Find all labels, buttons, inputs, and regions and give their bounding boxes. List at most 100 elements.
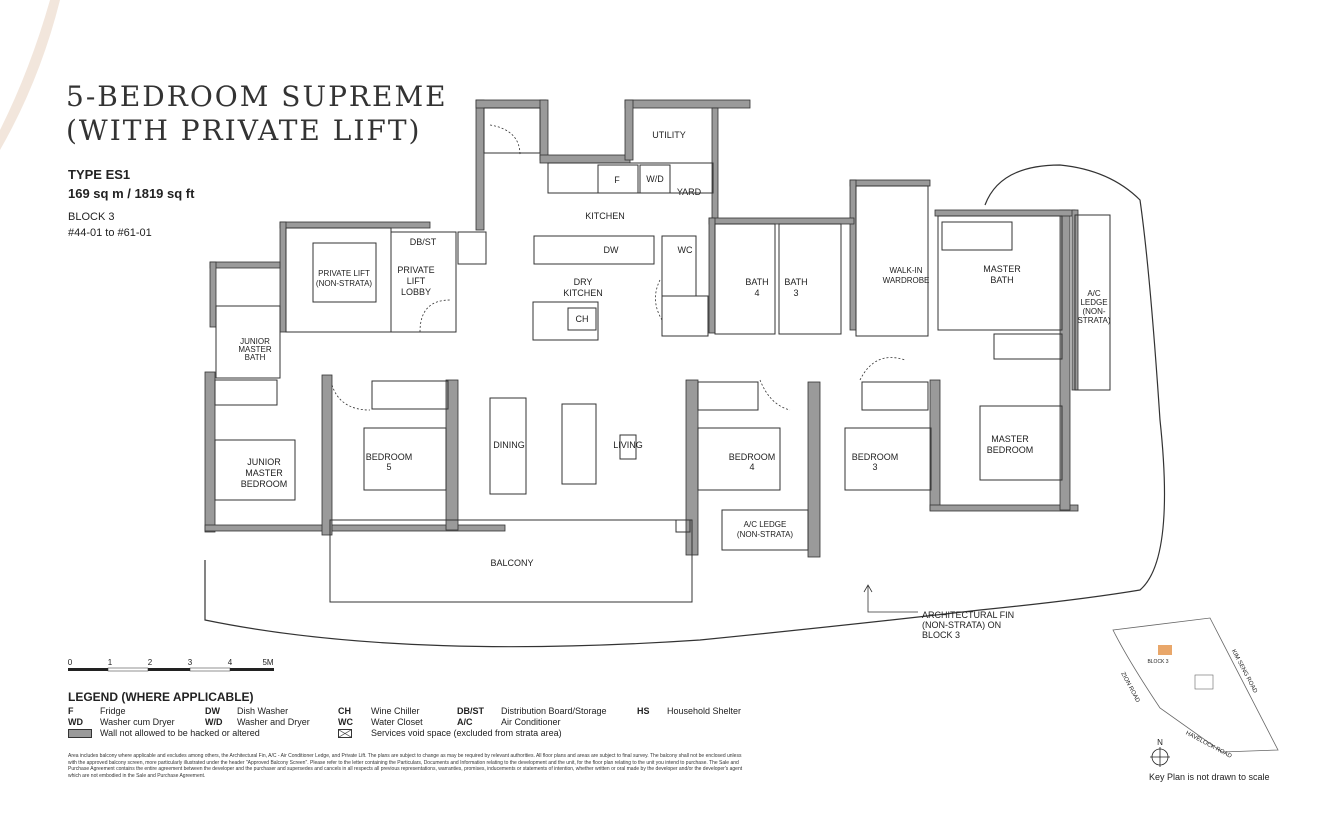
legend-code-hs: HS: [637, 706, 650, 716]
keyplan-north: N: [1157, 738, 1163, 747]
fin-note-line-1: ARCHITECTURAL FIN: [922, 610, 1014, 620]
label-kitchen: KITCHEN: [585, 211, 625, 221]
legend-code-ac: A/C: [457, 717, 473, 727]
scale-label-4: 4: [228, 658, 233, 667]
legend-title: LEGEND (WHERE APPLICABLE): [68, 690, 254, 704]
label-walkin-1: WALK-IN: [889, 266, 922, 275]
label-lobby-2: LIFT: [407, 276, 426, 286]
legend-code-wc: WC: [338, 717, 353, 727]
label-master-bath-1: MASTER: [983, 264, 1021, 274]
label-bedroom5-1: BEDROOM: [366, 452, 413, 462]
label-bedroom4-2: 4: [749, 462, 754, 472]
label-jr-bed-3: BEDROOM: [241, 479, 288, 489]
label-master-bed-1: MASTER: [991, 434, 1029, 444]
label-bedroom3-2: 3: [872, 462, 877, 472]
label-private-lift-1: PRIVATE LIFT: [318, 269, 370, 278]
keyplan-note: Key Plan is not drawn to scale: [1149, 772, 1270, 782]
label-jr-bath-1: JUNIOR: [240, 337, 270, 346]
label-dry-kitchen-1: DRY: [574, 277, 593, 287]
scale-bar: [68, 667, 274, 672]
label-lobby-1: PRIVATE: [397, 265, 434, 275]
label-master-bed-2: BEDROOM: [987, 445, 1034, 455]
label-bath3-1: BATH: [784, 277, 807, 287]
label-jr-bed-2: MASTER: [245, 468, 283, 478]
architectural-fin-outline: [204, 164, 1166, 648]
label-ac-ledge-r-1: A/C: [1087, 289, 1101, 298]
label-walkin-2: WARDROBE: [883, 276, 930, 285]
label-dining: DINING: [493, 440, 525, 450]
label-bedroom5-2: 5: [386, 462, 391, 472]
legend-code-f: F: [68, 706, 74, 716]
title-line-1: 5-BEDROOM SUPREME: [66, 80, 448, 113]
wall-swatch-icon: [68, 729, 92, 738]
legend-text-dish-washer: Dish Washer: [237, 706, 289, 716]
label-ac-ledge-b-1: A/C LEDGE: [744, 520, 787, 529]
label-ac-ledge-b-2: (NON-STRATA): [737, 530, 793, 539]
label-private-lift-2: (NON-STRATA): [316, 279, 372, 288]
scale-label-5m: 5M: [262, 658, 273, 667]
keyplan-block3: BLOCK 3: [1147, 659, 1168, 665]
fin-note-line-3: BLOCK 3: [922, 630, 960, 640]
block-number: BLOCK 3: [68, 211, 115, 223]
label-jr-bath-3: BATH: [245, 353, 266, 362]
label-utility: UTILITY: [652, 130, 686, 140]
legend-text-fridge: Fridge: [100, 706, 126, 716]
scale-label-2: 2: [148, 658, 153, 667]
legend-text-distribution-board: Distribution Board/Storage: [501, 706, 607, 716]
label-dry-kitchen-2: KITCHEN: [563, 288, 603, 298]
legend-code-wd: WD: [68, 717, 83, 727]
unit-numbers: #44-01 to #61-01: [68, 227, 152, 239]
key-plan: [1112, 617, 1279, 767]
legend-code-w-d: W/D: [205, 717, 223, 727]
legend-text-air-conditioner: Air Conditioner: [501, 717, 561, 727]
label-ac-ledge-r-2: LEDGE: [1080, 298, 1107, 307]
legend-text-washer-dryer: Washer cum Dryer: [100, 717, 175, 727]
label-yard: YARD: [677, 187, 702, 197]
label-wd: W/D: [646, 174, 664, 184]
legend-text-wine-chiller: Wine Chiller: [371, 706, 420, 716]
legend-code-ch: CH: [338, 706, 351, 716]
label-ac-ledge-r-4: STRATA): [1077, 316, 1110, 325]
room-labels: UTILITY YARD KITCHEN F W/D DB/ST DW WC D…: [238, 130, 1111, 568]
scale-label-0: 0: [68, 658, 73, 667]
legend-wall-note: Wall not allowed to be hacked or altered: [100, 728, 260, 738]
label-ac-ledge-r-3: (NON-: [1082, 307, 1105, 316]
void-swatch-icon: [338, 729, 352, 738]
unit-area: 169 sq m / 1819 sq ft: [68, 186, 195, 201]
scale-label-1: 1: [108, 658, 113, 667]
label-bedroom4-1: BEDROOM: [729, 452, 776, 462]
label-balcony: BALCONY: [490, 558, 533, 568]
unit-type: TYPE ES1: [68, 167, 131, 182]
disclaimer-text: Area includes balcony where applicable a…: [68, 753, 743, 779]
label-bath3-2: 3: [793, 288, 798, 298]
legend-code-dw: DW: [205, 706, 220, 716]
legend-text-water-closet: Water Closet: [371, 717, 423, 727]
title-line-2: (WITH PRIVATE LIFT): [66, 114, 422, 147]
label-bath4-2: 4: [754, 288, 759, 298]
label-jr-bath-2: MASTER: [238, 345, 272, 354]
label-wc: WC: [678, 245, 693, 255]
fin-note-line-2: (NON-STRATA) ON: [922, 620, 1001, 630]
fin-leader: [863, 584, 918, 613]
label-ch: CH: [576, 314, 589, 324]
label-bedroom3-1: BEDROOM: [852, 452, 899, 462]
page-title: 5-BEDROOM SUPREME (WITH PRIVATE LIFT): [66, 80, 448, 148]
keyplan-road-zion: ZION ROAD: [1119, 671, 1140, 704]
decorative-swirl: [0, 0, 60, 150]
label-dw: DW: [604, 245, 619, 255]
label-fridge: F: [614, 175, 620, 185]
legend-code-dbst: DB/ST: [457, 706, 484, 716]
label-lobby-3: LOBBY: [401, 287, 431, 297]
legend-text-washer-and-dryer: Washer and Dryer: [237, 717, 310, 727]
label-dbst: DB/ST: [410, 237, 437, 247]
label-living: LIVING: [613, 440, 643, 450]
legend-void-note: Services void space (excluded from strat…: [371, 728, 562, 738]
label-bath4-1: BATH: [745, 277, 768, 287]
door-swings: [331, 124, 906, 411]
walls: [204, 99, 1079, 558]
room-outlines: [214, 107, 1111, 603]
label-master-bath-2: BATH: [990, 275, 1013, 285]
label-jr-bed-1: JUNIOR: [247, 457, 281, 467]
legend-text-household-shelter: Household Shelter: [667, 706, 742, 716]
